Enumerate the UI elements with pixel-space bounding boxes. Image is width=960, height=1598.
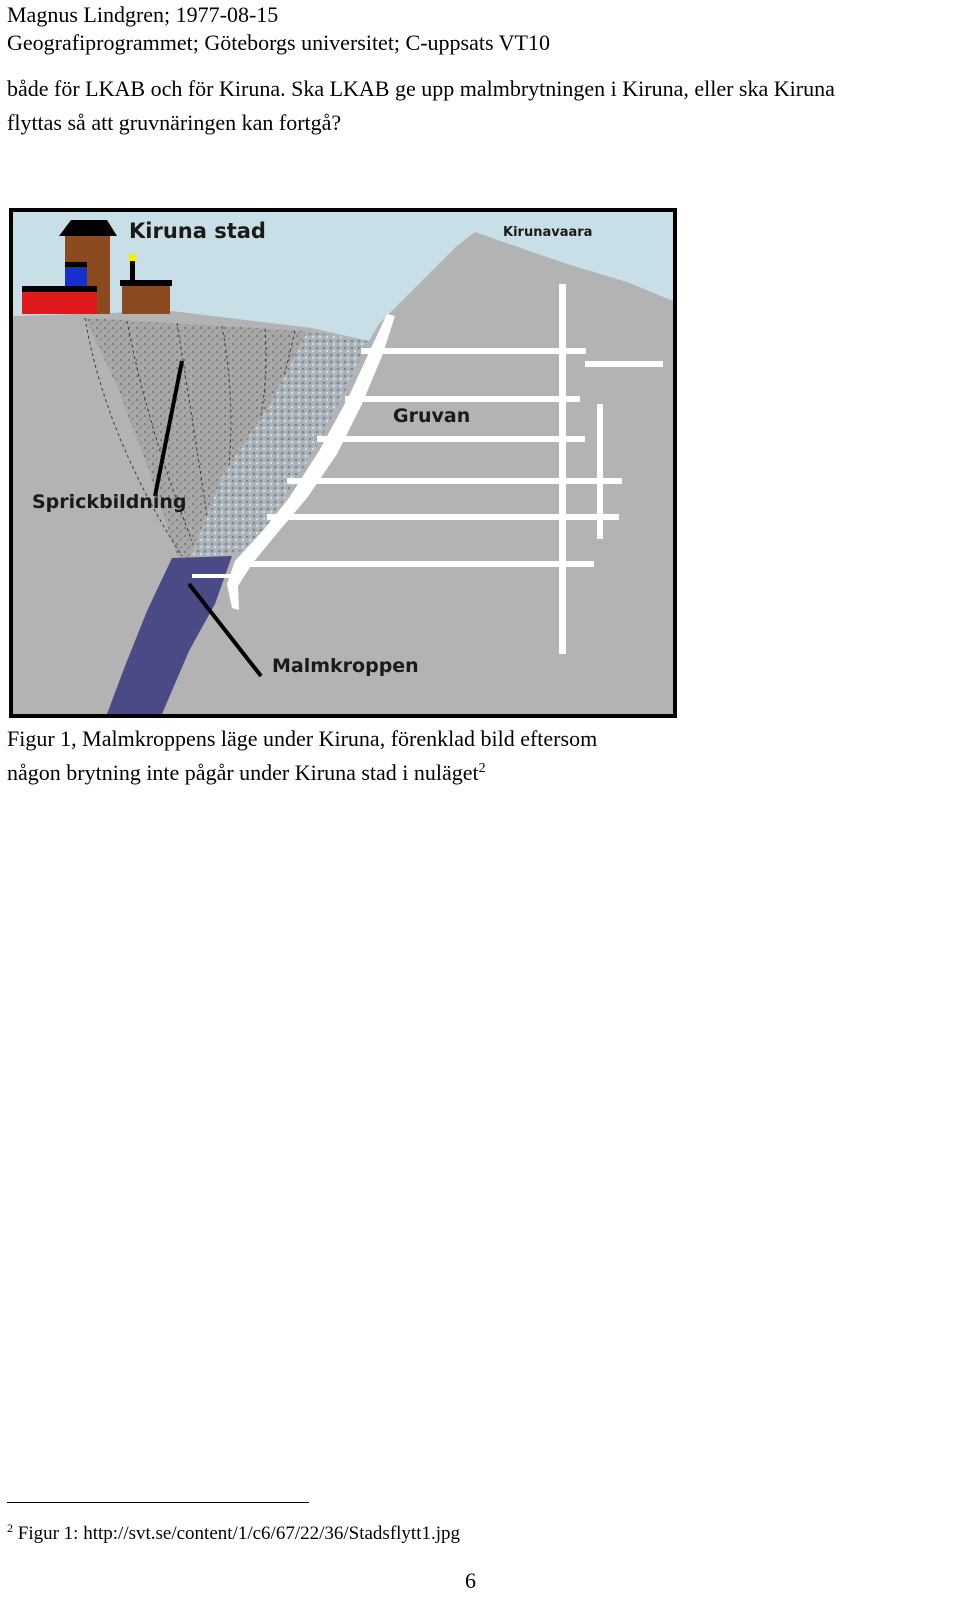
footnote-marker: 2 <box>7 1521 13 1535</box>
orebody <box>107 556 232 714</box>
fracture-zone <box>85 318 307 558</box>
mine-tunnels <box>192 284 663 654</box>
label-malmkroppen: Malmkroppen <box>272 655 419 677</box>
label-gruvan: Gruvan <box>393 405 470 427</box>
footnote: 2 Figur 1: http://svt.se/content/1/c6/67… <box>7 1521 461 1546</box>
header-author: Magnus Lindgren; 1977-08-15 <box>7 2 279 27</box>
footnote-separator <box>7 1502 309 1503</box>
fracture-pointer <box>153 360 184 497</box>
city-buildings <box>22 220 172 314</box>
figure-caption: Figur 1, Malmkroppens läge under Kiruna,… <box>7 722 597 790</box>
label-kirunavaara: Kirunavaara <box>503 225 592 240</box>
caption-line-2: någon brytning inte pågår under Kiruna s… <box>7 756 597 790</box>
paragraph-line-1: både för LKAB och för Kiruna. Ska LKAB g… <box>7 76 835 101</box>
rubble-zone <box>192 331 369 558</box>
kiruna-cross-section-figure: Kiruna stad Kirunavaara Gruvan Sprickbil… <box>9 208 677 718</box>
page-number: 6 <box>465 1568 476 1593</box>
caption-line-2-text: någon brytning inte pågår under Kiruna s… <box>7 760 479 785</box>
body-paragraph: både för LKAB och för Kiruna. Ska LKAB g… <box>7 72 957 140</box>
header-program: Geografiprogrammet; Göteborgs universite… <box>7 30 550 55</box>
footnote-text: Figur 1: http://svt.se/content/1/c6/67/2… <box>17 1523 461 1544</box>
cave-edge <box>227 314 395 610</box>
label-sprickbildning: Sprickbildning <box>32 491 186 513</box>
orebody-pointer <box>187 582 263 678</box>
paragraph-line-2: flyttas så att gruvnäringen kan fortgå? <box>7 110 342 135</box>
label-kiruna-stad: Kiruna stad <box>129 219 266 243</box>
footnote-reference[interactable]: 2 <box>478 761 486 776</box>
caption-line-1: Figur 1, Malmkroppens läge under Kiruna,… <box>7 726 598 751</box>
fracture-lines <box>84 317 296 557</box>
